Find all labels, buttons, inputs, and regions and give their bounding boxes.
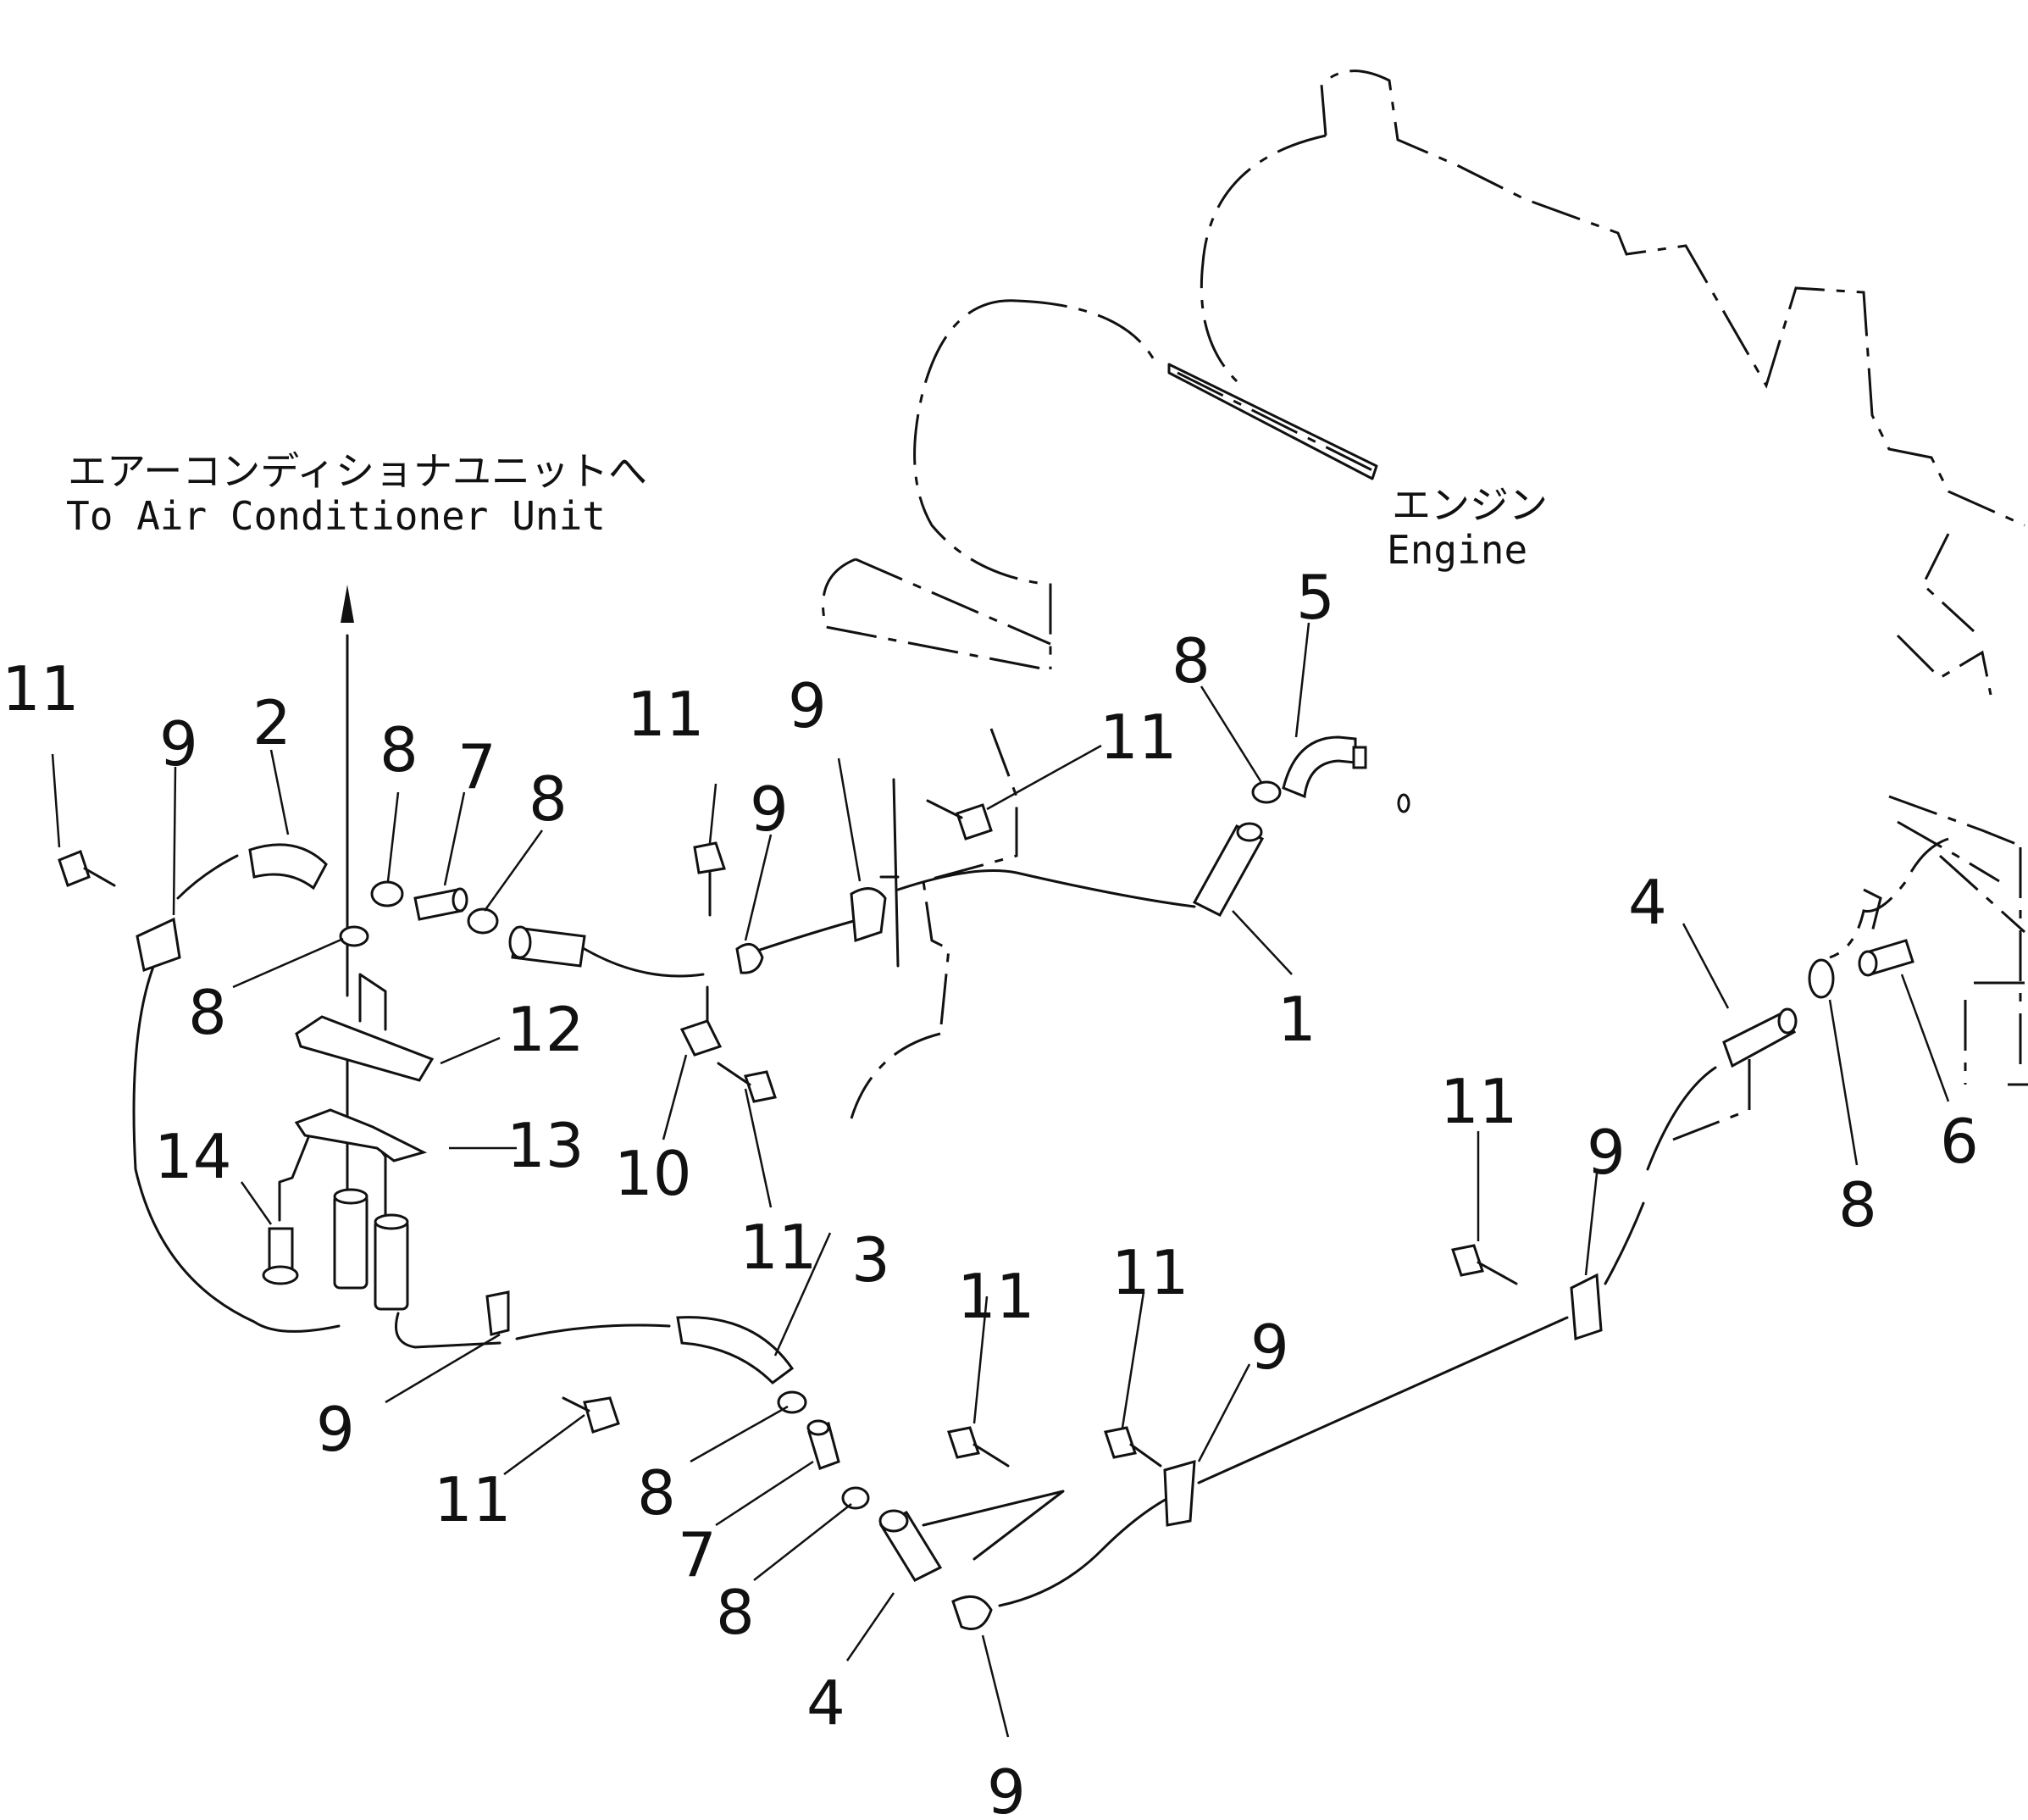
callout-8: 8 [716,1577,755,1648]
engine-outline [822,69,2028,1141]
callout-4: 4 [1628,867,1667,938]
bolt-icons [58,799,1518,1468]
parts [58,735,1914,1630]
plate-12 [295,1015,435,1082]
callout-6: 6 [1940,1106,1979,1177]
callout-9: 9 [1587,1117,1626,1188]
captions: エアーコンディショナユニットへ To Air Conditioner Unit … [66,448,1548,573]
callout-11: 11 [2,653,80,724]
callout-11: 11 [740,1212,817,1283]
callout-11: 11 [1440,1066,1518,1137]
hose-1 [1192,824,1265,917]
callout-8: 8 [529,763,568,835]
callout-9: 9 [1250,1312,1289,1383]
engine-caption-jp: エンジン [1392,482,1548,528]
callout-7: 7 [678,1519,717,1590]
hose-3 [676,1316,795,1384]
callout-13: 13 [507,1110,585,1181]
hose-4-right [1722,1011,1797,1068]
bolt-14 [268,1227,294,1273]
engine-caption-en: Engine [1387,527,1527,573]
callout-10: 10 [614,1138,692,1209]
callout-9: 9 [987,1756,1026,1820]
leader-lines [51,622,1950,1738]
callout-1: 1 [1277,984,1316,1055]
callout-5: 5 [1296,562,1335,633]
callout-7: 7 [457,731,496,802]
callout-9: 9 [788,670,827,741]
callout-8: 8 [188,977,227,1048]
callout-11: 11 [627,679,705,750]
callout-12: 12 [507,994,585,1065]
callout-11: 11 [1111,1237,1189,1308]
callout-3: 3 [851,1224,890,1296]
aircon-caption-en: To Air Conditioner Unit [66,493,606,539]
callout-11: 11 [1100,702,1177,773]
callout-9: 9 [159,708,198,780]
callouts: 11 9 2 8 7 8 8 12 13 14 11 9 9 11 8 5 1 … [2,562,1979,1820]
callout-11: 11 [957,1261,1035,1332]
bracket-13 [294,1108,428,1162]
callout-14: 14 [154,1121,232,1192]
hose-2 [248,843,328,891]
callout-4: 4 [806,1667,845,1739]
bracket-10 [679,1019,723,1057]
elbow-5 [1282,735,1357,799]
callout-11: 11 [434,1464,512,1535]
callout-9: 9 [316,1394,355,1465]
callout-8: 8 [637,1457,676,1529]
callout-8: 8 [1838,1169,1877,1240]
callout-2: 2 [252,687,291,758]
aircon-caption-jp: エアーコンディショナユニットへ [68,448,647,494]
callout-8: 8 [380,714,418,785]
callout-9: 9 [750,774,789,845]
callout-8: 8 [1172,625,1211,696]
